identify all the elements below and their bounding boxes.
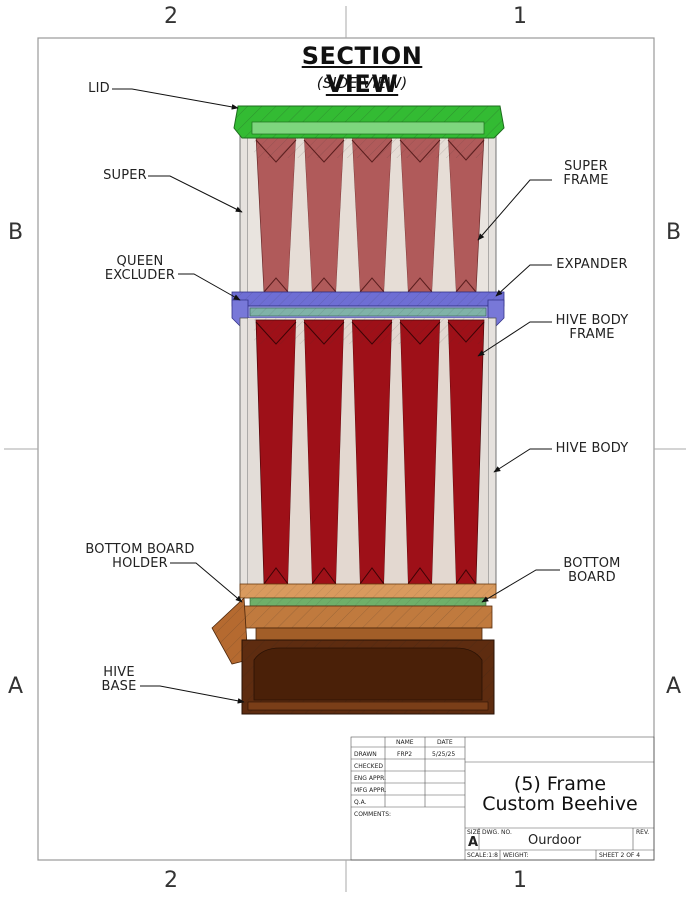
tb-col-date: DATE bbox=[437, 739, 453, 746]
hive-base bbox=[241, 639, 495, 715]
zone-label-top-2: 2 bbox=[164, 4, 178, 29]
tb-rev-label: REV. bbox=[636, 829, 650, 836]
tb-mfg-appr: MFG APPR. bbox=[354, 787, 387, 794]
tb-weight: WEIGHT: bbox=[503, 852, 529, 859]
tb-dwg-no: Ourdoor bbox=[528, 833, 582, 848]
callout-hive-body-frame: HIVE BODY FRAME bbox=[552, 314, 632, 342]
tb-drawing-title-line2: Custom Beehive bbox=[482, 793, 638, 815]
tb-drawn-label: DRAWN bbox=[354, 751, 377, 758]
hive-body-wall-right bbox=[487, 317, 497, 591]
zone-label-bottom-1: 1 bbox=[513, 868, 527, 893]
callout-hive-base: HIVE BASE bbox=[96, 666, 142, 694]
tb-drawing-title-line1: (5) Frame bbox=[513, 773, 607, 795]
tb-qa: Q.A. bbox=[354, 799, 367, 806]
tb-checked: CHECKED bbox=[354, 763, 384, 770]
callout-super: SUPER bbox=[103, 168, 147, 183]
zone-ticks bbox=[4, 6, 686, 892]
tb-sheet: SHEET 2 OF 4 bbox=[599, 852, 641, 859]
callout-hive-body-frame-line2: FRAME bbox=[569, 327, 615, 342]
callout-super-frame-line2: FRAME bbox=[563, 173, 609, 188]
leader-lines bbox=[112, 88, 560, 704]
hive-body-frames bbox=[254, 318, 485, 585]
callout-hive-base-line2: BASE bbox=[101, 679, 137, 694]
zone-label-top-1: 1 bbox=[513, 4, 527, 29]
beehive-section bbox=[211, 105, 505, 715]
callout-super-frame-line1: SUPER bbox=[564, 159, 608, 174]
tb-dwg-no-label: DWG. NO. bbox=[482, 829, 512, 836]
tb-size-value: A bbox=[468, 835, 479, 850]
zone-label-right-b: B bbox=[666, 220, 682, 245]
zone-label-right-a: A bbox=[666, 674, 682, 699]
callout-bottom-board-holder: BOTTOM BOARD HOLDER bbox=[80, 543, 200, 571]
callout-bottom-board-line1: BOTTOM bbox=[563, 556, 621, 571]
title-block-grid bbox=[350, 736, 655, 861]
callout-hive-body-frame-line1: HIVE BODY bbox=[555, 313, 629, 328]
callout-queen-excluder-line1: QUEEN bbox=[116, 254, 164, 269]
callout-hive-base-line1: HIVE bbox=[103, 665, 135, 680]
tb-col-name: NAME bbox=[396, 739, 414, 746]
callout-expander: EXPANDER bbox=[556, 257, 628, 272]
hive-body-wall-left bbox=[239, 317, 249, 591]
zone-label-left-b: B bbox=[8, 220, 24, 245]
tb-drawing-title: (5) Frame Custom Beehive bbox=[470, 774, 650, 814]
callout-bottom-board: BOTTOM BOARD bbox=[558, 557, 626, 585]
tb-drawn-name: FRP2 bbox=[397, 751, 413, 758]
callout-bottom-board-line2: BOARD bbox=[568, 570, 616, 585]
super-frames bbox=[254, 132, 485, 293]
callout-lid: LID bbox=[88, 81, 110, 96]
callout-queen-excluder: QUEEN EXCLUDER bbox=[100, 255, 180, 283]
callout-bottom-board-holder-line2: HOLDER bbox=[112, 556, 168, 571]
zone-label-left-a: A bbox=[8, 674, 24, 699]
callout-bottom-board-holder-line1: BOTTOM BOARD bbox=[85, 542, 195, 557]
tb-comments: COMMENTS: bbox=[354, 811, 392, 818]
zone-label-bottom-2: 2 bbox=[164, 868, 178, 893]
lid bbox=[233, 105, 505, 139]
drawing-subtitle: (SIDE VIEW) bbox=[316, 74, 408, 92]
callout-super-frame: SUPER FRAME bbox=[552, 160, 620, 188]
tb-drawn-date: 5/25/25 bbox=[432, 751, 456, 758]
callout-hive-body: HIVE BODY bbox=[555, 441, 629, 456]
queen-excluder bbox=[231, 291, 505, 327]
tb-scale: SCALE:1:8 bbox=[467, 852, 498, 859]
tb-size-label: SIZE bbox=[467, 829, 481, 836]
super-wall-right bbox=[487, 131, 497, 295]
tb-eng-appr: ENG APPR. bbox=[354, 775, 387, 782]
callout-queen-excluder-line2: EXCLUDER bbox=[104, 268, 176, 283]
super-wall-left bbox=[239, 131, 249, 295]
drawing-title: SECTION VIEW bbox=[301, 42, 423, 98]
